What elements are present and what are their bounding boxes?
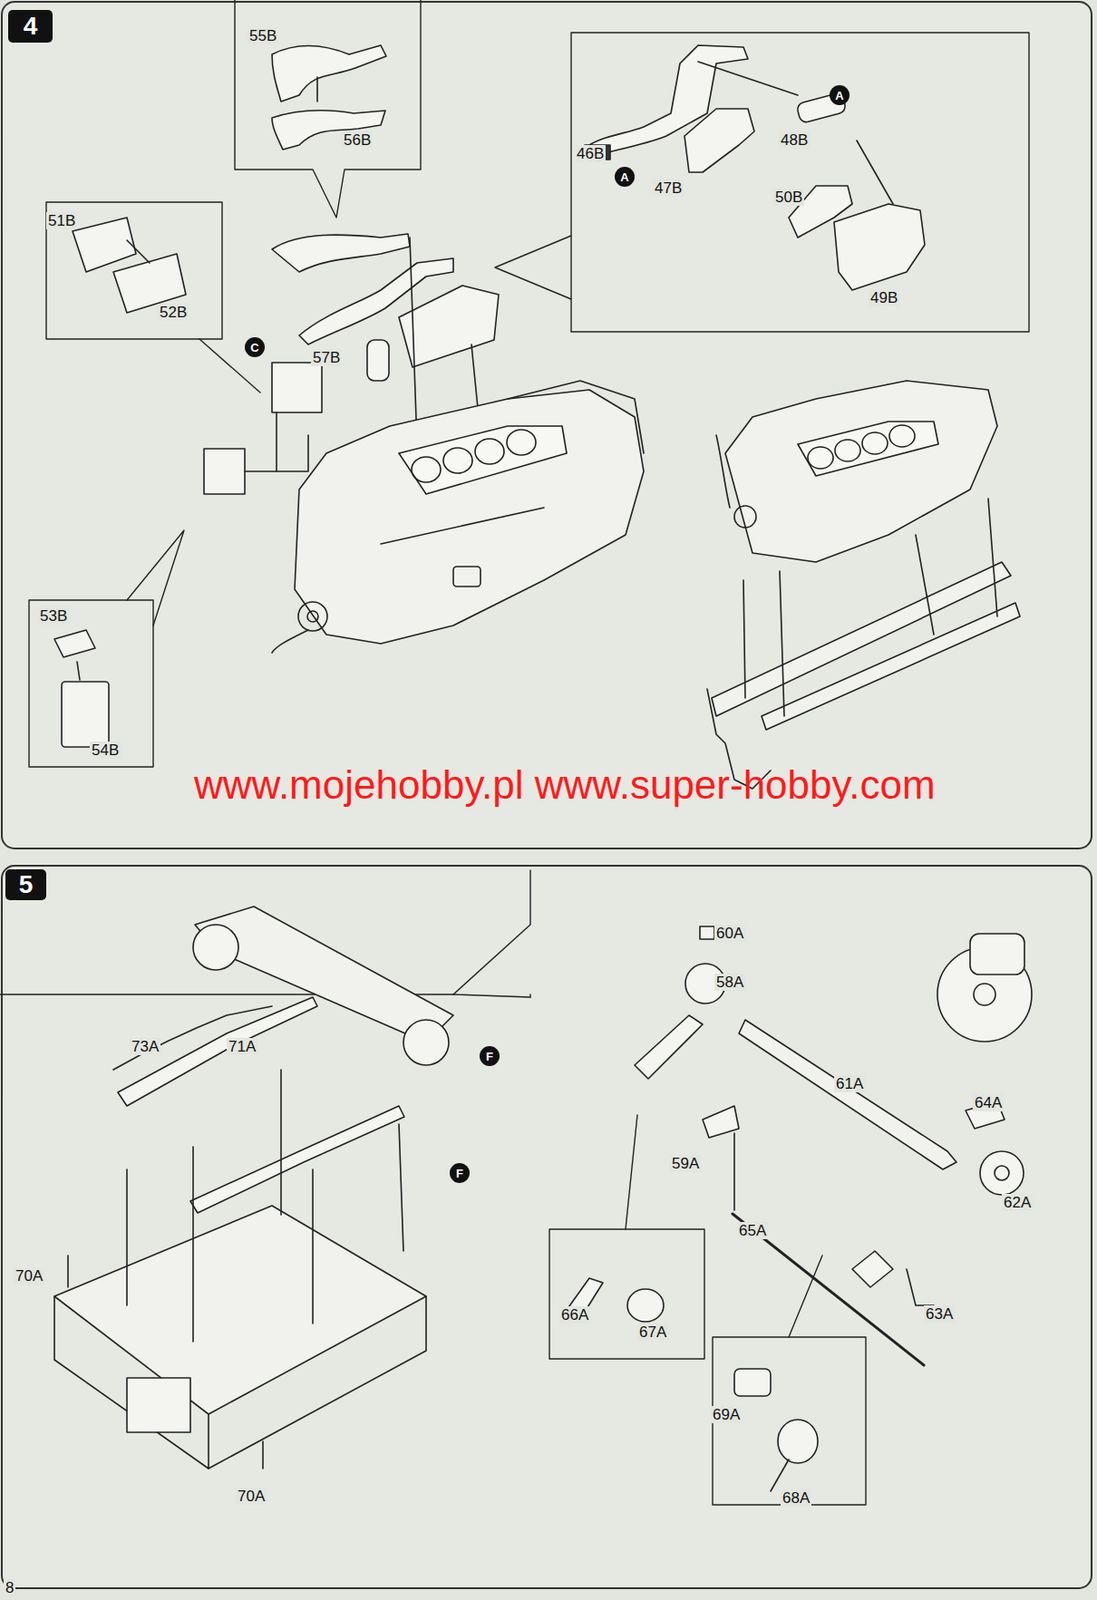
- part-number: 49B: [868, 289, 900, 307]
- part-number: 71A: [226, 1038, 258, 1056]
- part-number: 67A: [637, 1323, 669, 1341]
- part-number: 47B: [652, 179, 684, 197]
- part-number: 54B: [89, 741, 121, 759]
- part-number: 62A: [1001, 1194, 1033, 1212]
- part-number: 46B: [574, 145, 606, 163]
- part-number: 53B: [38, 607, 69, 625]
- connection-marker: A: [829, 85, 850, 106]
- part-number: 68A: [780, 1489, 812, 1507]
- part-number: 69A: [710, 1406, 742, 1424]
- part-number: 58A: [714, 973, 746, 991]
- part-number: 73A: [129, 1038, 161, 1056]
- step-number-text: 4: [23, 13, 39, 39]
- part-number: 64A: [972, 1094, 1004, 1112]
- connection-marker: A: [614, 166, 635, 187]
- marker-letter: A: [620, 171, 629, 184]
- part-number: 66A: [559, 1306, 591, 1324]
- part-number: 60A: [714, 924, 746, 942]
- part-number: 8: [3, 1579, 16, 1597]
- part-number: 63A: [923, 1305, 955, 1323]
- part-number: 51B: [46, 212, 78, 230]
- part-number: 65A: [737, 1222, 768, 1240]
- part-number: 61A: [834, 1075, 865, 1093]
- part-number: 70A: [13, 1267, 45, 1285]
- part-number: 57B: [310, 349, 342, 367]
- watermark: www.mojehobby.pl www.super-hobby.com: [194, 765, 936, 806]
- part-number: 52B: [157, 303, 189, 321]
- connection-marker: F: [449, 1163, 470, 1184]
- marker-letter: A: [834, 89, 844, 102]
- marker-letter: F: [485, 1050, 494, 1063]
- part-number: 59A: [669, 1155, 701, 1173]
- part-number: 55B: [247, 27, 279, 45]
- step-number: 4: [8, 9, 53, 43]
- connection-marker: F: [479, 1046, 500, 1067]
- step-number-text: 5: [19, 872, 34, 898]
- marker-letter: C: [250, 341, 259, 354]
- step-number: 5: [5, 869, 47, 901]
- marker-letter: F: [456, 1167, 464, 1180]
- connection-marker: C: [244, 337, 265, 358]
- part-number: 48B: [778, 131, 810, 149]
- part-number: 50B: [773, 188, 805, 206]
- part-number: 56B: [341, 131, 373, 149]
- part-number: 70A: [235, 1487, 267, 1505]
